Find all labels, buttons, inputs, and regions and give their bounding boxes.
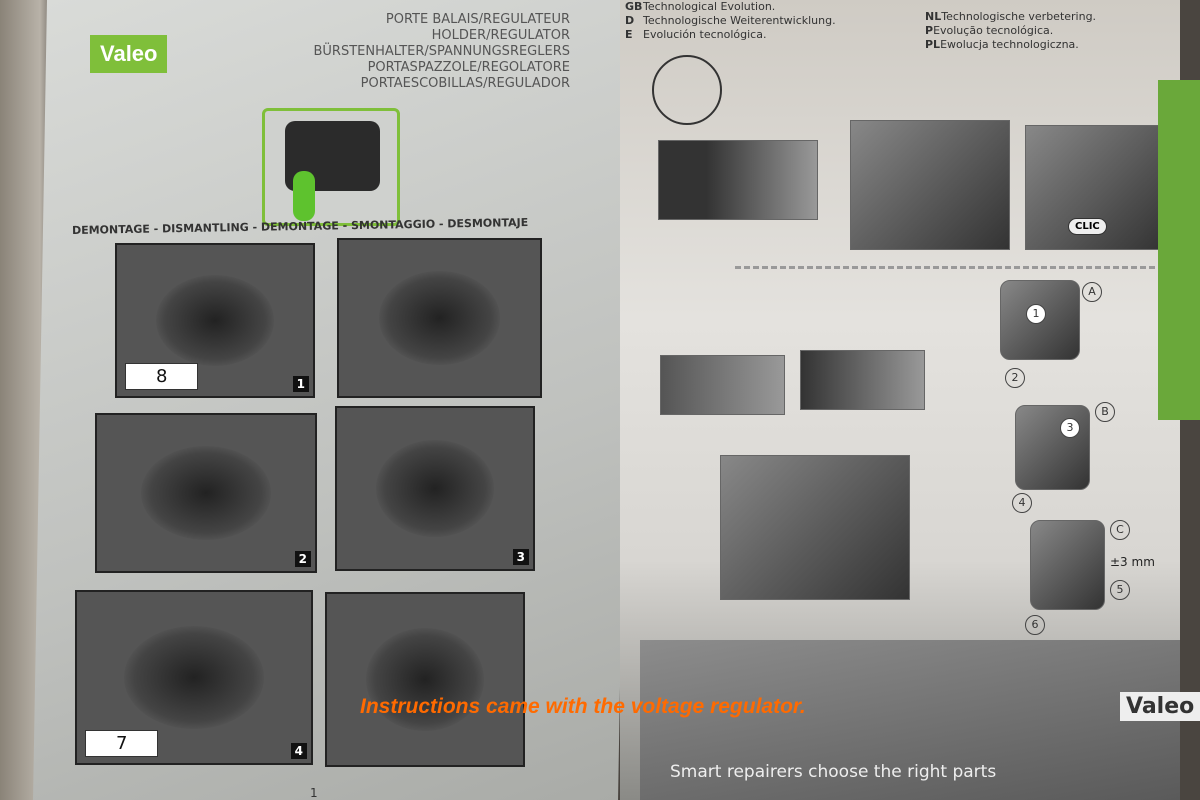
step-2-image: 2 bbox=[95, 413, 317, 573]
callout: 5 bbox=[1110, 580, 1130, 600]
title-line: PORTASPAZZOLE/REGOLATORE bbox=[367, 60, 570, 75]
step-3-image: 3 bbox=[335, 406, 535, 571]
variant-label: A bbox=[1082, 282, 1102, 302]
title-line: PORTE BALAIS/REGULATEUR bbox=[385, 12, 570, 27]
regulator-illustration bbox=[262, 108, 400, 226]
callout: 2 bbox=[1005, 368, 1025, 388]
old-regulator bbox=[660, 355, 785, 415]
language-notes-left: GBTechnological Evolution. D Technologisc… bbox=[625, 0, 836, 42]
alternator bbox=[156, 275, 274, 366]
alternator bbox=[123, 626, 265, 729]
title-line: HOLDER/REGULATOR bbox=[431, 28, 570, 43]
lang-text: Technologische Weiterentwicklung. bbox=[643, 14, 836, 27]
callout: 6 bbox=[1025, 615, 1045, 635]
lang-code: GB bbox=[625, 0, 643, 13]
slogan: Smart repairers choose the right parts bbox=[670, 762, 997, 782]
lang-text: Technological Evolution. bbox=[643, 0, 776, 13]
lang-code: E bbox=[625, 28, 633, 41]
alternator bbox=[376, 440, 494, 537]
clic-label: CLIC bbox=[1068, 218, 1107, 235]
regulator-photo bbox=[658, 140, 818, 220]
alternator bbox=[366, 628, 484, 731]
fitting-photo bbox=[850, 120, 1010, 250]
part-title: PORTE BALAIS/REGULATEUR HOLDER/REGULATOR… bbox=[260, 12, 570, 92]
wrench-size: 7 bbox=[85, 730, 159, 757]
alternator bbox=[140, 446, 272, 540]
lang-code: NL bbox=[925, 10, 942, 23]
dashed-divider bbox=[735, 266, 1155, 269]
alternator bbox=[379, 271, 500, 365]
step-1b-image bbox=[337, 238, 542, 398]
callout: 1 bbox=[1026, 304, 1046, 324]
step-number: 3 bbox=[512, 549, 529, 565]
title-line: BÜRSTENHALTER/SPANNUNGSREGLERS bbox=[313, 44, 570, 59]
title-line: PORTAESCOBILLAS/REGULADOR bbox=[360, 76, 570, 91]
step-number: 1 bbox=[292, 376, 309, 392]
alternator-photo bbox=[720, 455, 910, 600]
step-4b-image bbox=[325, 592, 525, 767]
lang-text: Evolución tecnológica. bbox=[643, 28, 767, 41]
footer-valeo-logo: Valeo bbox=[1120, 692, 1200, 721]
callout: 4 bbox=[1012, 493, 1032, 513]
lang-code: D bbox=[625, 14, 635, 27]
lang-code: P bbox=[925, 24, 934, 37]
step-number: 4 bbox=[290, 743, 307, 759]
page-number: 1 bbox=[310, 786, 318, 800]
variant-b-photo bbox=[1015, 405, 1090, 490]
new-regulator bbox=[800, 350, 925, 410]
step-number: 2 bbox=[294, 551, 311, 567]
valeo-box-edge bbox=[1158, 80, 1200, 420]
variant-c-photo bbox=[1030, 520, 1105, 610]
callout: 3 bbox=[1060, 418, 1080, 438]
sheet-footer bbox=[640, 640, 1180, 800]
valeo-logo: Valeo bbox=[90, 35, 168, 73]
package-icon bbox=[652, 55, 722, 125]
lang-code: PL bbox=[925, 38, 941, 51]
lang-text: Technologische verbetering. bbox=[941, 10, 1097, 23]
language-notes-right: NLTechnologische verbetering. PEvolução … bbox=[925, 10, 1096, 52]
wrench-size: 8 bbox=[125, 363, 199, 390]
variant-label: B bbox=[1095, 402, 1115, 422]
variant-label: C bbox=[1110, 520, 1130, 540]
lang-text: Ewolucja technologiczna. bbox=[940, 38, 1079, 51]
brush-highlight bbox=[293, 171, 315, 221]
measurement: ±3 mm bbox=[1110, 555, 1155, 569]
lang-text: Evolução tecnológica. bbox=[933, 24, 1054, 37]
photo-caption: Instructions came with the voltage regul… bbox=[360, 695, 806, 718]
